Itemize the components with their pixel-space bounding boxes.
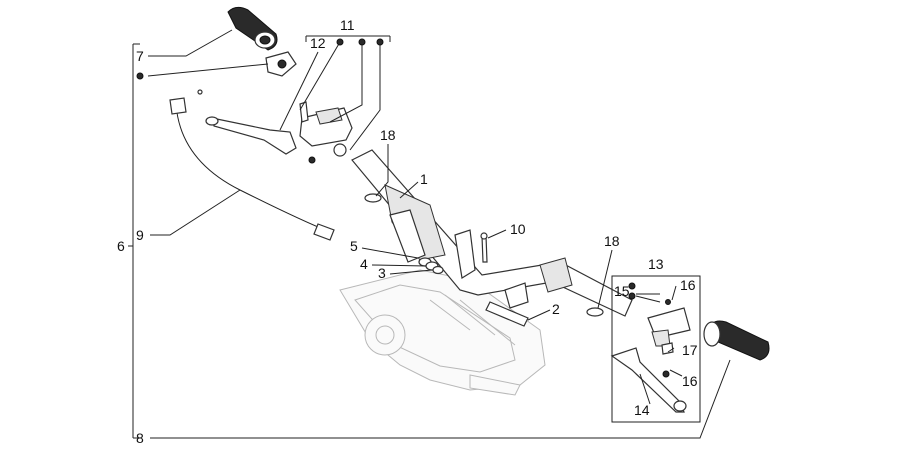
left-grip: [227, 6, 278, 51]
callout-5: 5: [350, 238, 358, 254]
callout-8: 8: [136, 430, 144, 446]
bolt-part-2: [485, 301, 529, 327]
callout-7: 7: [136, 48, 144, 64]
callout-16-bottom: 16: [682, 373, 698, 389]
callout-12: 12: [310, 35, 326, 51]
callout-4: 4: [360, 256, 368, 272]
left-master-cylinder: [299, 101, 353, 164]
callout-3: 3: [378, 265, 386, 281]
callout-18-left: 18: [380, 127, 396, 143]
callout-17: 17: [682, 342, 698, 358]
leader-lines: [128, 29, 731, 439]
callout-labels: 1 2 3 4 5 6 7 8 9 10 11 12 13 14 15 16 1…: [117, 17, 698, 446]
callout-2: 2: [552, 301, 560, 317]
reference-dots: [136, 38, 636, 300]
right-grip: [703, 320, 770, 361]
right-brake-lever-assembly: [610, 299, 691, 413]
callout-6: 6: [117, 238, 125, 254]
handlebar-tube: [351, 149, 633, 317]
callout-10: 10: [510, 221, 526, 237]
ring-parts-18: [364, 193, 604, 317]
callout-13: 13: [648, 256, 664, 272]
callout-11: 11: [340, 17, 355, 33]
assembly-frame-13: [611, 275, 701, 423]
callout-16-top: 16: [680, 277, 696, 293]
washers-parts-3-4-5: [418, 257, 444, 275]
throttle-housing: [265, 51, 297, 77]
handlebar-cover-ghost: [339, 269, 546, 396]
throttle-cable: [169, 89, 335, 241]
callout-9: 9: [136, 227, 144, 243]
screw-part-10: [480, 232, 488, 263]
callout-15: 15: [614, 283, 630, 299]
callout-18-right: 18: [604, 233, 620, 249]
callout-14: 14: [634, 402, 650, 418]
left-brake-lever: [205, 116, 297, 155]
callout-1: 1: [420, 171, 428, 187]
